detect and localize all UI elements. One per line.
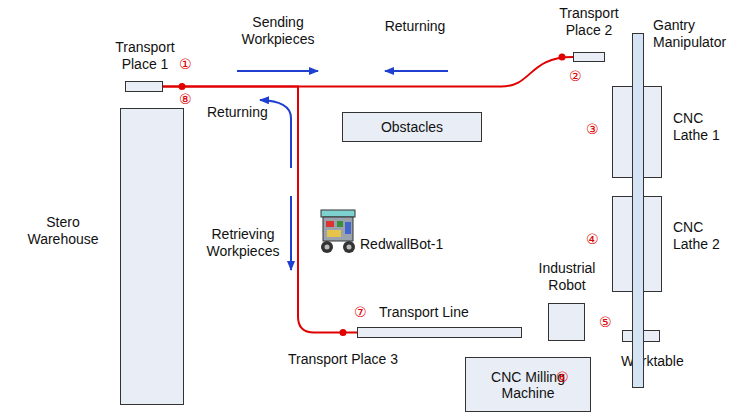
node-heading: Transport Place 2 xyxy=(549,5,629,39)
callout-number: ③ xyxy=(586,121,606,138)
callout-number: ⑦ xyxy=(354,304,374,321)
callout-number: ① xyxy=(179,56,199,73)
node-label: Obstacles xyxy=(375,116,449,138)
flow-label: Returning xyxy=(375,18,455,35)
transport-place: Transport Place 2 xyxy=(573,52,605,62)
transport-line: Transport Line xyxy=(357,327,522,338)
node-heading: Transport Place 1 xyxy=(105,39,185,73)
node-heading: CNC Lathe 1 xyxy=(673,110,733,144)
route-line xyxy=(163,87,357,333)
warehouse-box: Stero Warehouse xyxy=(120,108,184,405)
callout-number: ⑥ xyxy=(556,369,576,386)
transport-place: Transport Place 1 xyxy=(125,81,163,92)
callout-number: ② xyxy=(569,68,589,85)
flow-label: Sending Workpieces xyxy=(233,14,323,48)
path-dot xyxy=(559,54,566,61)
flow-label: Transport Place 3 xyxy=(283,351,403,368)
flow-label: Retrieving Workpieces xyxy=(193,226,293,260)
node-label: CNC Milling Machine xyxy=(466,366,590,404)
robot-box: Industrial Robot xyxy=(548,303,585,341)
robot-illustration xyxy=(321,210,355,253)
milling-machine-box: CNC Milling Machine xyxy=(465,357,591,412)
gantry-rail: Gantry Manipulator xyxy=(632,33,644,388)
path-dot xyxy=(340,329,347,336)
flow-label: RedwallBot-1 xyxy=(360,236,460,253)
node-heading: CNC Lathe 2 xyxy=(673,219,733,253)
node-heading: Stero Warehouse xyxy=(23,214,103,248)
callout-number: ⑧ xyxy=(179,91,199,108)
route-line xyxy=(163,57,573,87)
node-heading: Industrial Robot xyxy=(527,260,607,294)
flow-label: Returning xyxy=(207,104,287,121)
node-heading: Gantry Manipulator xyxy=(653,17,738,51)
obstacle-box: Obstacles xyxy=(342,112,482,142)
node-heading: Transport Line xyxy=(379,304,489,321)
callout-number: ④ xyxy=(586,231,606,248)
callout-number: ⑤ xyxy=(599,314,619,331)
